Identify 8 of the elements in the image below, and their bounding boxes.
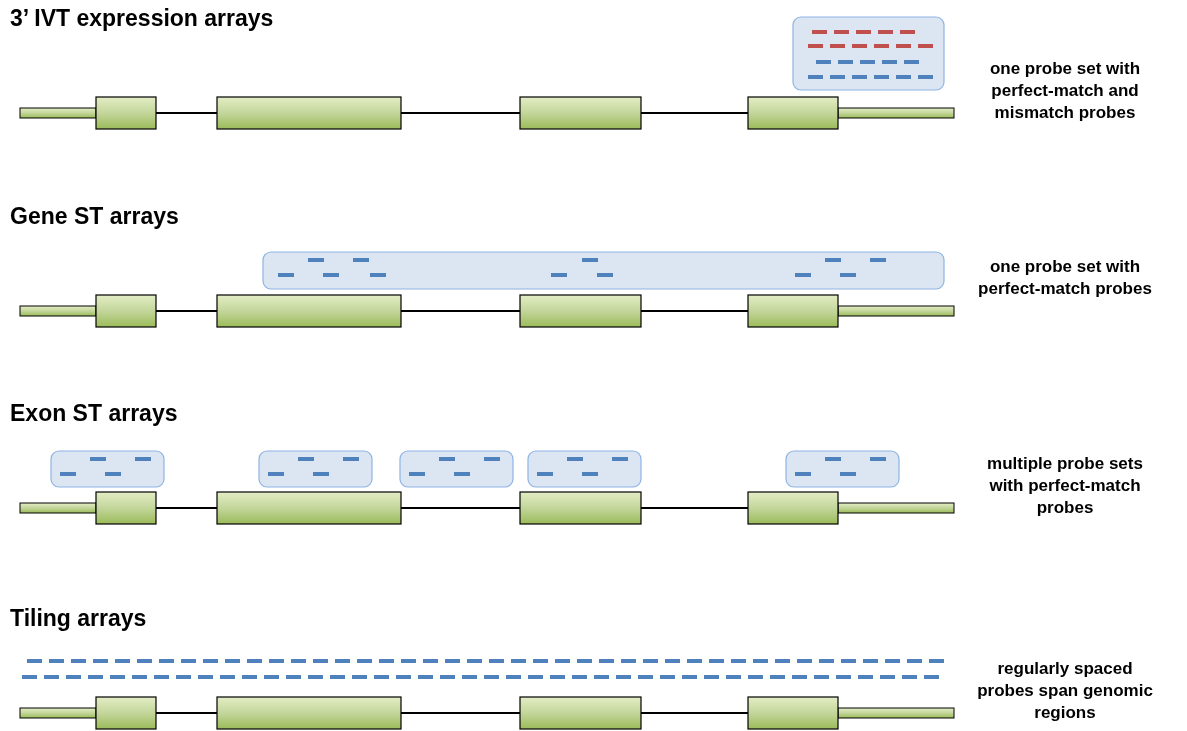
row-heading: Gene ST arrays <box>10 203 179 230</box>
description-text: regularly spaced probes span genomic regions <box>976 658 1154 724</box>
row-heading: Exon ST arrays <box>10 400 178 427</box>
description-text: one probe set with perfect-match probes <box>977 256 1153 300</box>
row-heading: 3’ IVT expression arrays <box>10 5 274 32</box>
description-text: one probe set with perfect-match and mismatch probes <box>988 58 1142 124</box>
description-text: multiple probe sets with perfect-match probes <box>986 453 1144 519</box>
row-heading: Tiling arrays <box>10 605 147 632</box>
